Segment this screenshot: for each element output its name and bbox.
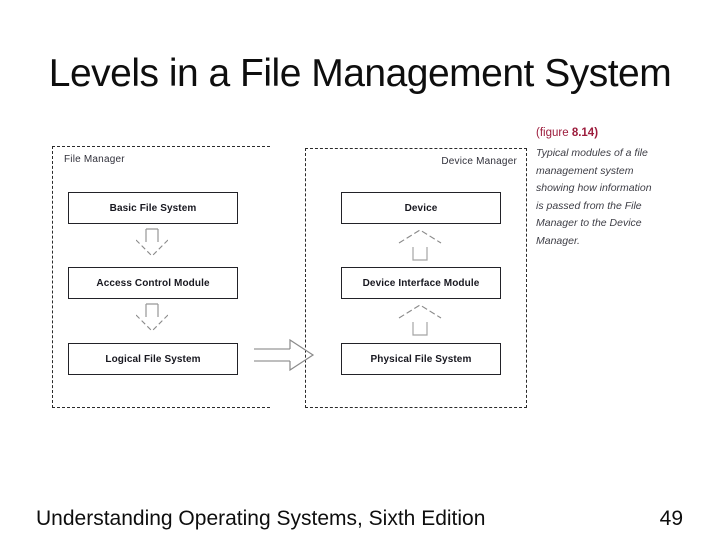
file-manager-group-label: File Manager xyxy=(64,154,125,165)
physical-file-system-box: Physical File System xyxy=(341,343,501,375)
up-arrow-icon xyxy=(398,229,442,261)
device-manager-group: Device Manager Device Device Interface M… xyxy=(305,148,527,408)
down-arrow-icon xyxy=(136,228,168,257)
basic-file-system-box: Basic File System xyxy=(68,192,238,224)
device-box: Device xyxy=(341,192,501,224)
device-interface-module-box: Device Interface Module xyxy=(341,267,501,299)
caption-line: Manager. xyxy=(536,234,580,247)
right-arrow-icon xyxy=(254,338,315,372)
footer-book-title: Understanding Operating Systems, Sixth E… xyxy=(36,507,486,530)
up-arrow-icon xyxy=(398,304,442,336)
footer-page-number: 49 xyxy=(659,507,683,530)
file-manager-group: File Manager Basic File System Access Co… xyxy=(52,146,270,408)
caption-line: showing how information xyxy=(536,182,652,194)
access-control-module-box: Access Control Module xyxy=(68,267,238,299)
figure-number-text: 8.14) xyxy=(571,127,599,139)
logical-file-system-box: Logical File System xyxy=(68,343,238,375)
caption-line: Manager to the Device xyxy=(536,217,642,229)
figure-caption: (figure 8.14) Typical modules of a file … xyxy=(536,127,668,250)
figure-number-label: (figure 8.14) xyxy=(536,127,668,139)
figure-prefix-text: (figure xyxy=(536,127,569,139)
down-arrow-icon xyxy=(136,303,168,332)
caption-line: is passed from the File xyxy=(536,199,642,212)
caption-line: Typical modules of a file xyxy=(536,147,648,159)
caption-line: management system xyxy=(536,164,634,177)
device-manager-group-label: Device Manager xyxy=(441,156,517,167)
page-title: Levels in a File Management System xyxy=(48,52,672,95)
